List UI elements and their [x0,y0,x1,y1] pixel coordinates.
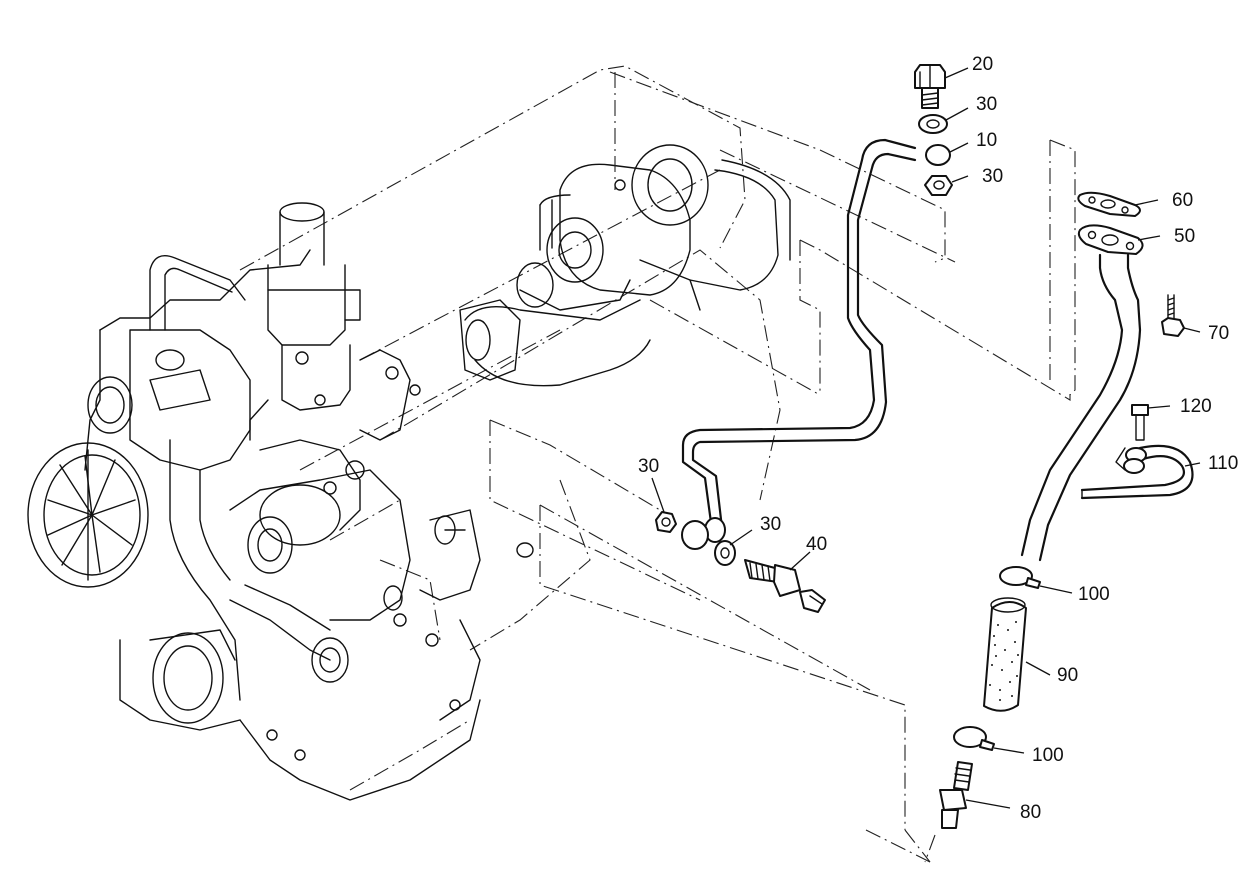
part-30-washer-upper [918,114,948,134]
label-part-30-upper: 30 [976,94,997,115]
part-30-washer-lower [924,175,953,196]
label-part-60: 60 [1172,190,1193,211]
label-part-30-lower: 30 [982,166,1003,187]
label-part-80: 80 [1020,802,1041,823]
label-part-40: 40 [806,534,827,555]
label-part-30-left-a: 30 [638,456,659,477]
label-part-10: 10 [976,130,997,151]
part-60-gasket [1077,191,1141,217]
part-120-screw [1131,404,1149,441]
part-30-washer-left-a [655,511,677,533]
part-90-hose [983,597,1027,712]
label-part-70: 70 [1208,323,1229,344]
engine-block [27,65,791,801]
label-part-30-left-b: 30 [760,514,781,535]
oil-feed-line [681,138,951,543]
part-10-banjo-lower [681,520,709,550]
part-20-banjo-bolt [914,64,946,109]
label-part-100-upper: 100 [1078,584,1110,605]
leader-lines [651,67,1201,809]
part-110-clamp-bracket [1080,444,1194,500]
reference-lines [489,71,1076,863]
part-80-fitting [939,761,973,829]
part-50-flange [1077,224,1144,255]
oil-return-line [1020,253,1142,562]
label-part-50: 50 [1174,226,1195,247]
part-100-hose-clamp-upper [999,566,1041,589]
part-30-washer-left-b [714,540,736,566]
label-part-110: 110 [1208,453,1238,474]
label-part-90: 90 [1057,665,1078,686]
label-part-100-lower: 100 [1032,745,1064,766]
part-70-bolt [1161,294,1185,337]
label-part-20: 20 [972,54,993,75]
part-labels: 20 30 10 30 60 50 70 120 110 30 30 40 10… [638,54,1238,823]
part-100-hose-clamp-lower [953,726,995,751]
label-part-120: 120 [1180,396,1212,417]
part-40-union-fitting [744,559,826,613]
